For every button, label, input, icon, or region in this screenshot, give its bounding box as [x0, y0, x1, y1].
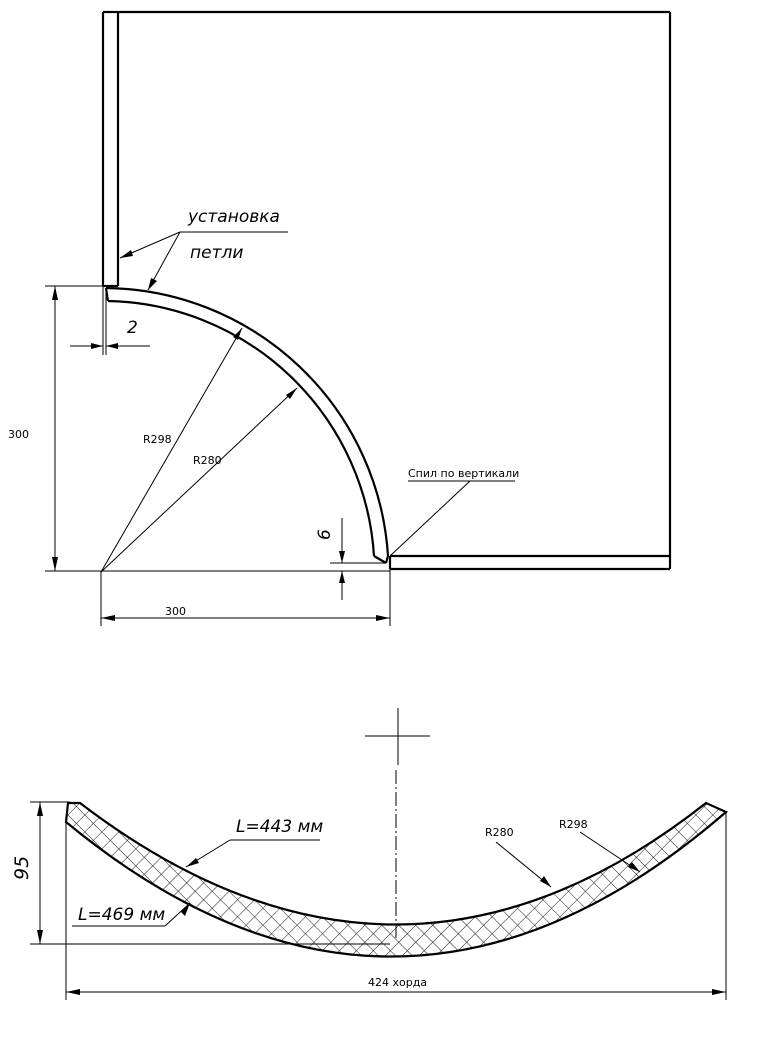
- hinge-leader: установка петли: [119, 207, 288, 291]
- inner-length-leader: L=443 мм: [185, 817, 323, 868]
- profile-height-dimension: 95: [11, 801, 390, 945]
- outer-length-text: L=469 мм: [78, 905, 165, 925]
- profile-height-text: 95: [11, 856, 33, 880]
- inner-length-text: L=443 мм: [236, 817, 323, 837]
- gap-dim-text: 2: [127, 318, 138, 338]
- inner-radius-label: R280: [193, 454, 222, 467]
- outer-length-leader: L=469 мм: [72, 902, 191, 927]
- center-axis: [365, 708, 430, 940]
- profile-inner-radius-label: R280: [485, 826, 514, 839]
- chord-text: 424 хорда: [368, 976, 427, 989]
- offset-dim-text: 6: [315, 529, 335, 540]
- curved-door: [104, 286, 390, 564]
- left-panel: [101, 10, 120, 288]
- profile-radius-leaders: R280 R298: [485, 818, 641, 888]
- cabinet-outline: [118, 10, 672, 569]
- bottom-panel: [388, 554, 670, 571]
- width-dimension: 300: [100, 569, 391, 626]
- radius-lines: R298 R280: [100, 327, 298, 573]
- hinge-label-line2: петли: [190, 243, 243, 263]
- hinge-label-line1: установка: [187, 207, 280, 227]
- offset-dimension: 6: [315, 518, 386, 600]
- profile-view: 95 L=443 мм L=469 мм R280 R298: [11, 708, 729, 1000]
- height-dim-text: 300: [8, 428, 29, 441]
- outer-radius-label: R298: [143, 433, 172, 446]
- profile-outer-radius-label: R298: [559, 818, 588, 831]
- cut-note-text: Спил по вертикали: [408, 467, 519, 480]
- gap-dimension: 2: [70, 286, 150, 355]
- chord-dimension: 424 хорда: [65, 812, 727, 1000]
- height-dimension: 300: [8, 285, 103, 572]
- width-dim-text: 300: [165, 605, 186, 618]
- cut-note: Спил по вертикали: [389, 467, 519, 557]
- top-view: установка петли 2 300 R: [8, 10, 672, 626]
